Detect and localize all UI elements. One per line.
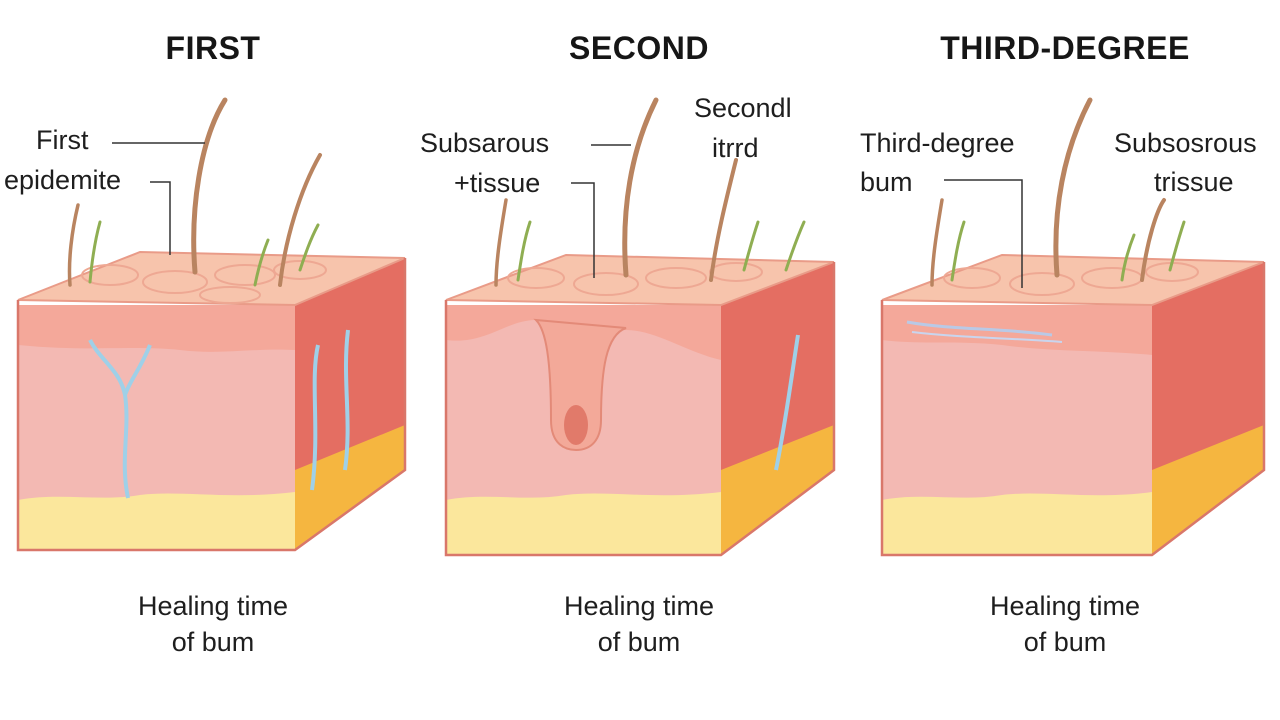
caption-line-1: Healing time	[563, 591, 715, 621]
panel-title: THIRD-DEGREE	[940, 30, 1190, 66]
hairs	[494, 97, 806, 287]
label-tissue: +tissue	[454, 168, 541, 198]
skin-block-third	[880, 97, 1266, 557]
blood-vessel	[343, 329, 350, 471]
caption: Healing time of bum	[426, 588, 852, 660]
caption-line-1: Healing time	[137, 591, 289, 621]
panel-title: FIRST	[165, 30, 261, 66]
skin-block-second	[444, 97, 836, 557]
label-epidermis: epidemite	[4, 165, 122, 195]
side-fat-layer	[295, 425, 405, 550]
caption: Healing time of bum	[0, 588, 426, 660]
burn-streak	[911, 331, 1063, 343]
panel-second: SECOND	[420, 0, 852, 720]
caption-line-1: Healing time	[989, 591, 1141, 621]
blood-vessel	[310, 344, 320, 491]
blister	[533, 318, 627, 452]
blood-vessel	[774, 334, 800, 471]
burn-streak	[906, 320, 1053, 337]
side-fat-layer	[721, 425, 834, 555]
leader-lines	[112, 142, 205, 255]
label-third-degree: Third-degree	[860, 128, 1015, 158]
label-third: itrrd	[712, 133, 759, 163]
blood-vessel	[123, 344, 152, 396]
caption-line-2: of bum	[597, 627, 681, 657]
side-fat-layer	[1152, 425, 1264, 555]
panel-title: SECOND	[569, 30, 709, 66]
skin-cells	[507, 262, 763, 296]
fat-layer-front	[18, 492, 295, 550]
fat-layer-front	[882, 492, 1152, 555]
blood-vessel	[88, 339, 130, 499]
label-subserous: Subsosrous	[1114, 128, 1257, 158]
label-burn: bum	[860, 167, 913, 197]
blister-core	[564, 405, 588, 445]
caption-line-2: of bum	[171, 627, 255, 657]
hairs	[930, 97, 1186, 287]
caption-line-2: of bum	[1023, 627, 1107, 657]
leader-lines	[944, 179, 1023, 288]
fat-layer-front	[446, 492, 721, 555]
skin-cells	[81, 260, 327, 304]
label-subserous: Subsarous	[420, 128, 550, 158]
leader-lines	[571, 144, 631, 278]
panel-first: FIRST	[0, 0, 426, 720]
panel-third-degree: THIRD-DEGREE Third	[852, 0, 1278, 720]
caption: Healing time of bum	[852, 588, 1278, 660]
hairs	[67, 97, 322, 287]
epidermis-front	[18, 305, 295, 352]
label-second: Secondl	[694, 93, 792, 123]
skin-block-first	[16, 97, 407, 552]
label-first: First	[36, 125, 89, 155]
label-tissue: trissue	[1154, 167, 1234, 197]
